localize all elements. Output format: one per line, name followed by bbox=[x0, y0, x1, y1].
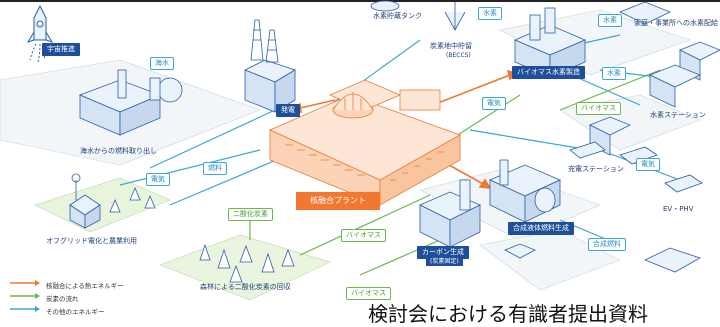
legend-fusion-heat: 核融合による熱エネルギー bbox=[46, 282, 124, 290]
carbon-synfuel-illustration bbox=[419, 159, 561, 259]
evphv-label: EV・PHV bbox=[663, 205, 694, 213]
seawater-fuel-label: 海水からの燃料取り出し bbox=[80, 147, 157, 155]
fusion-plant-illustration bbox=[269, 79, 461, 206]
hydrogen-tag-mid: 水素 bbox=[602, 67, 626, 80]
trees bbox=[109, 186, 295, 283]
legend-carbon-flow: 炭素の流れ bbox=[46, 295, 79, 303]
co2-tag: 二酸化炭素 bbox=[228, 208, 273, 221]
power-generation-label: 発電 bbox=[276, 104, 300, 117]
offgrid-house-illustration bbox=[69, 173, 101, 229]
seawater-tag: 海水 bbox=[150, 57, 174, 70]
offgrid-label: オフグリッド電化と農業利用 bbox=[46, 237, 137, 245]
electricity-tag-left: 電気 bbox=[146, 173, 170, 186]
beccs-sub-label: (BECCS) bbox=[446, 52, 471, 59]
carbon-fixation-label: (炭素固定) bbox=[426, 258, 463, 266]
legend-other-energy: その他のエネルギー bbox=[46, 308, 105, 316]
hydrogen-tag-top: 水素 bbox=[478, 7, 502, 20]
fuel-tag: 燃料 bbox=[203, 162, 227, 175]
legend-arrows bbox=[10, 280, 40, 312]
fusion-plant-label: 核融合プラント bbox=[296, 192, 380, 210]
hydrogen-tag-right: 水素 bbox=[598, 14, 622, 27]
biomass-tag-bottom: バイオマス bbox=[346, 287, 391, 300]
source-caption: 検討会における有識者提出資料 bbox=[368, 302, 648, 326]
synfuel-label: 合成液体燃料生成 bbox=[508, 222, 574, 235]
electricity-tag-right: 電気 bbox=[636, 158, 660, 171]
space-propulsion-label: 宇宙推進 bbox=[42, 43, 80, 56]
forest-co2-label: 森林による二酸化炭素の回収 bbox=[200, 283, 291, 291]
carbon-generation-label: カーボン生成 bbox=[417, 246, 469, 259]
power-plant-illustration bbox=[244, 19, 296, 113]
synfuel-short-tag: 合成燃料 bbox=[588, 238, 626, 251]
home-hydrogen-label: 家庭・事業所への水素配給 bbox=[634, 19, 718, 27]
biomass-tag-top: バイオマス bbox=[576, 102, 621, 115]
beccs-title-label: 炭素地中貯留 bbox=[430, 42, 472, 50]
hydrogen-tank-label: 水素貯蔵タンク bbox=[373, 12, 422, 20]
biomass-tag-left: バイオマス bbox=[341, 229, 386, 242]
stations-illustration bbox=[569, 64, 703, 273]
biomass-hydrogen-label: バイオマス水素製造 bbox=[512, 66, 585, 79]
charging-station-label: 充電ステーション bbox=[568, 165, 624, 173]
rocket-icon bbox=[26, 4, 54, 63]
seawater-plant-illustration bbox=[78, 69, 183, 136]
electricity-tag-mid: 電気 bbox=[482, 97, 506, 110]
hydrogen-station-label: 水素ステーション bbox=[650, 111, 706, 119]
